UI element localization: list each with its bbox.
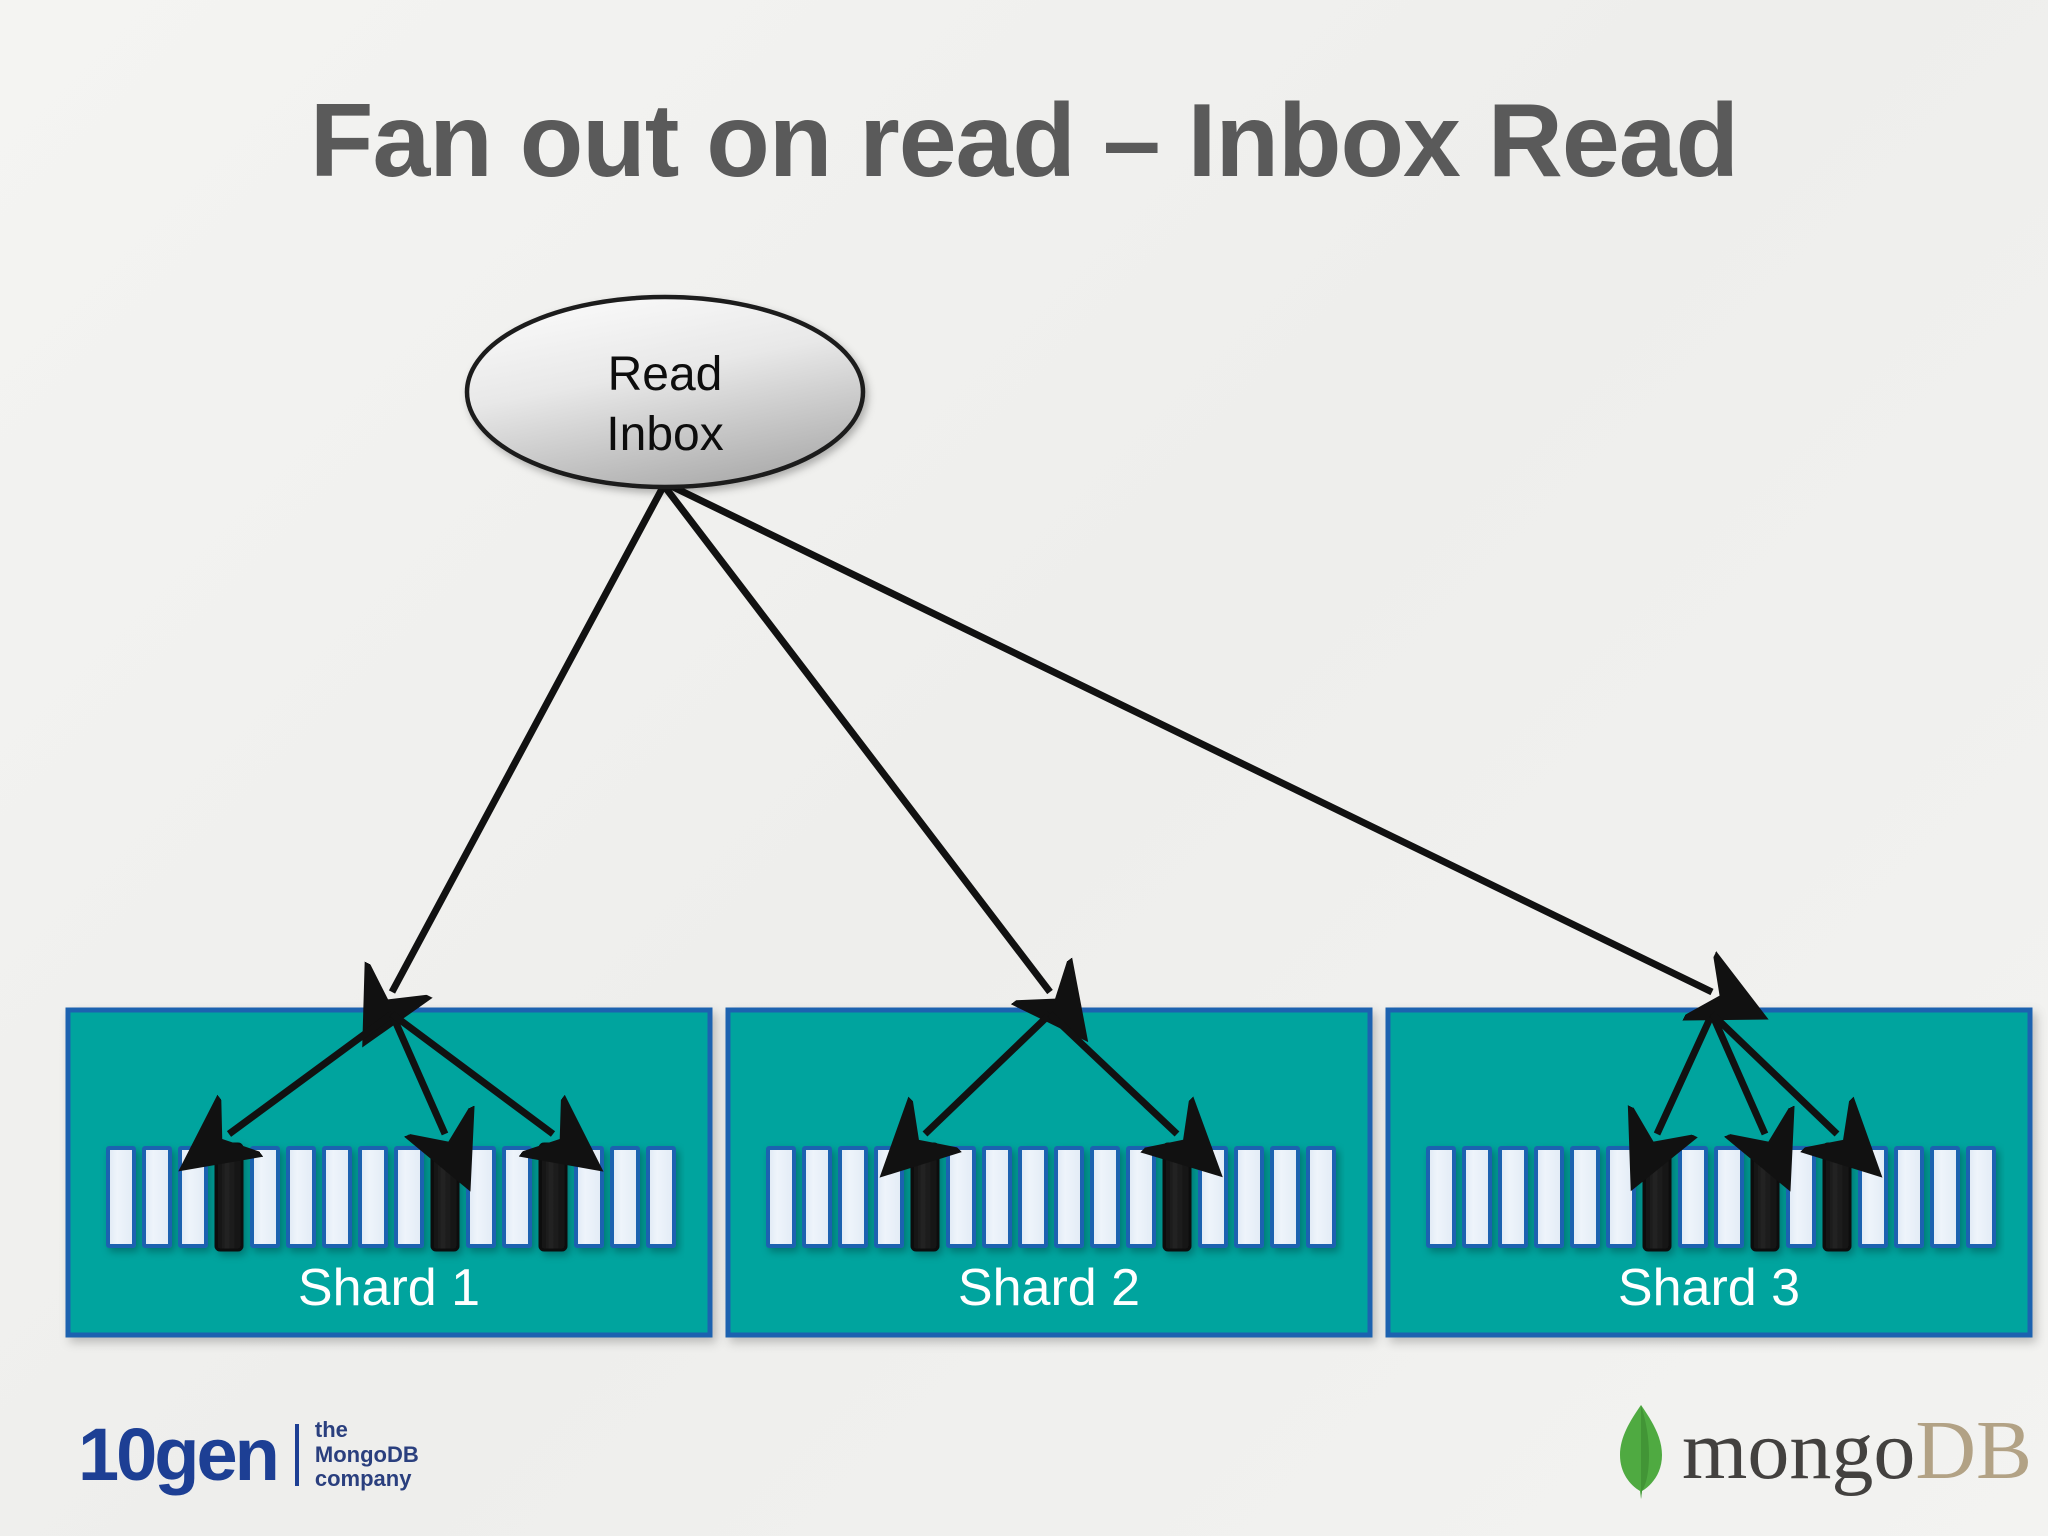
shard-bar xyxy=(1270,1146,1300,1248)
shard-bar xyxy=(1930,1146,1960,1248)
shard-bar xyxy=(1306,1146,1336,1248)
mongodb-wordmark-db: DB xyxy=(1915,1404,2033,1497)
shard-bar xyxy=(358,1146,388,1248)
arrow-shard-hub-to-bar xyxy=(925,1011,1053,1134)
shard-bar-highlighted xyxy=(1750,1142,1780,1252)
shard-bar xyxy=(802,1146,832,1248)
mongodb-leaf-icon xyxy=(1620,1405,1662,1499)
shard-bar xyxy=(1126,1146,1156,1248)
mongodb-logo: mongo DB xyxy=(1618,1396,2032,1506)
fanout-arrows-shards xyxy=(229,1011,1837,1134)
arrow-node-to-shard-2 xyxy=(662,484,1050,992)
shard-bar xyxy=(1714,1146,1744,1248)
shard-bar-highlighted xyxy=(214,1142,244,1252)
tengen-divider xyxy=(294,1424,299,1486)
shard-bar xyxy=(874,1146,904,1248)
shard-bar xyxy=(574,1146,604,1248)
shard-bar xyxy=(1462,1146,1492,1248)
page-title: Fan out on read – Inbox Read xyxy=(309,83,1739,199)
shard-bar xyxy=(178,1146,208,1248)
shard-bar-highlighted xyxy=(538,1142,568,1252)
shard-bar-highlighted xyxy=(1162,1142,1192,1252)
shard-bar xyxy=(286,1146,316,1248)
shard-bar xyxy=(610,1146,640,1248)
arrow-shard-hub-to-bar xyxy=(389,1011,553,1134)
arrow-node-to-shard-1 xyxy=(392,485,667,992)
shard-bar xyxy=(982,1146,1012,1248)
shard-bar xyxy=(1678,1146,1708,1248)
arrow-node-to-shard-3 xyxy=(667,481,1712,992)
tengen-tagline: the MongoDB company xyxy=(314,1417,419,1492)
arrow-shard-hub-to-bar xyxy=(1047,1011,1177,1134)
shard-bar xyxy=(838,1146,868,1248)
arrow-shard-hub-to-bar xyxy=(388,1012,445,1134)
arrow-shard-hub-to-bar xyxy=(1709,1011,1837,1134)
shard-bar xyxy=(1534,1146,1564,1248)
shard-bar xyxy=(1054,1146,1084,1248)
tengen-tagline-line1: the xyxy=(314,1417,348,1443)
shard-bar xyxy=(946,1146,976,1248)
shard-bar xyxy=(1498,1146,1528,1248)
shard-bar xyxy=(250,1146,280,1248)
shard-bar xyxy=(766,1146,796,1248)
shard-bar xyxy=(1786,1146,1816,1248)
tengen-tagline-line3: company xyxy=(314,1466,412,1492)
shard-bar xyxy=(1858,1146,1888,1248)
shard-bar-highlighted xyxy=(1642,1142,1672,1252)
tengen-wordmark: 10gen xyxy=(78,1413,280,1496)
arrow-shard-hub-to-bar xyxy=(1657,1012,1716,1134)
read-inbox-node[interactable]: Read Inbox xyxy=(464,294,866,490)
shard-bar xyxy=(1894,1146,1924,1248)
mongodb-wordmark-mongo: mongo xyxy=(1682,1404,1916,1497)
shard-bar xyxy=(1426,1146,1456,1248)
tengen-tagline-line2: MongoDB xyxy=(314,1441,419,1467)
shard-bar-highlighted xyxy=(1822,1142,1852,1252)
shard-label-2: Shard 2 xyxy=(958,1259,1140,1317)
arrow-shard-hub-to-bar xyxy=(229,1011,395,1134)
shard-bar xyxy=(1570,1146,1600,1248)
shard-bar-highlighted xyxy=(910,1142,940,1252)
shard-bar xyxy=(502,1146,532,1248)
shard-bar xyxy=(106,1146,136,1248)
shard-bar xyxy=(1606,1146,1636,1248)
shard-bar xyxy=(1090,1146,1120,1248)
shard-bar xyxy=(1198,1146,1228,1248)
shard-bar xyxy=(646,1146,676,1248)
shard-bar xyxy=(1018,1146,1048,1248)
shard-label-3: Shard 3 xyxy=(1618,1259,1800,1317)
shard-bar xyxy=(394,1146,424,1248)
shard-bar-highlighted xyxy=(430,1142,460,1252)
node-label-line1: Read xyxy=(608,348,723,401)
shard-bar xyxy=(1966,1146,1996,1248)
shard-bar xyxy=(466,1146,496,1248)
tengen-logo: 10gen the MongoDB company xyxy=(78,1412,419,1498)
arrow-shard-hub-to-bar xyxy=(1708,1012,1765,1134)
node-label-line2: Inbox xyxy=(606,408,723,461)
shard-label-1: Shard 1 xyxy=(298,1259,480,1317)
shard-bar xyxy=(1234,1146,1264,1248)
shard-bar xyxy=(142,1146,172,1248)
read-inbox-ellipse xyxy=(464,294,866,490)
fanout-arrows-main xyxy=(392,481,1712,992)
shard-bar xyxy=(322,1146,352,1248)
